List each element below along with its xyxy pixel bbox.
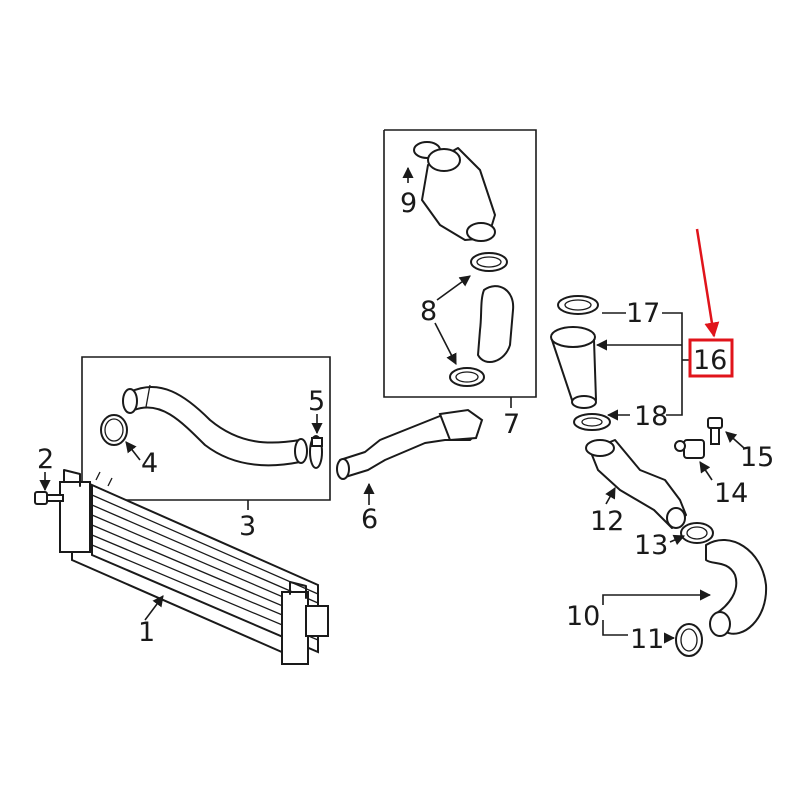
callout-1: 1 <box>138 617 155 648</box>
ring-part-11 <box>675 623 703 657</box>
callout-13: 13 <box>634 530 668 561</box>
highlight-arrow <box>695 228 720 338</box>
callout-7: 7 <box>503 409 520 440</box>
group-box-7 <box>383 129 537 398</box>
callout-14: 14 <box>714 478 748 509</box>
clamp-part-13 <box>680 522 714 544</box>
gasket-part-17 <box>557 295 599 315</box>
tube-part-16 <box>550 326 597 409</box>
intercooler-part-1 <box>59 469 329 665</box>
leader-lines <box>39 166 745 644</box>
bolt-part-15 <box>707 417 723 445</box>
callout-4: 4 <box>141 448 158 479</box>
callout-9: 9 <box>400 188 417 219</box>
hose-part-3 <box>122 384 308 467</box>
callout-11: 11 <box>630 624 664 655</box>
clamp-part-5 <box>309 435 323 469</box>
callout-15: 15 <box>740 442 774 473</box>
highlight-box <box>688 338 734 378</box>
sensor-part-14 <box>674 439 705 459</box>
callout-2: 2 <box>37 444 54 475</box>
adapter-part-9 <box>413 141 496 242</box>
callout-17: 17 <box>626 298 660 329</box>
clamp-part-8 <box>449 252 515 387</box>
hose-part-10 <box>705 539 768 637</box>
callout-6: 6 <box>361 504 378 535</box>
callout-16: 16 <box>693 345 727 376</box>
callout-8: 8 <box>420 296 437 327</box>
callout-5: 5 <box>308 386 325 417</box>
seal-part-18 <box>573 413 611 431</box>
bolt-part-2 <box>34 491 64 505</box>
callout-3: 3 <box>239 511 256 542</box>
ring-part-4 <box>100 414 128 446</box>
manifold-part-12 <box>585 439 687 529</box>
callout-10: 10 <box>566 601 600 632</box>
callout-18: 18 <box>634 401 668 432</box>
callout-12: 12 <box>590 506 624 537</box>
pipe-part-6 <box>336 408 484 480</box>
